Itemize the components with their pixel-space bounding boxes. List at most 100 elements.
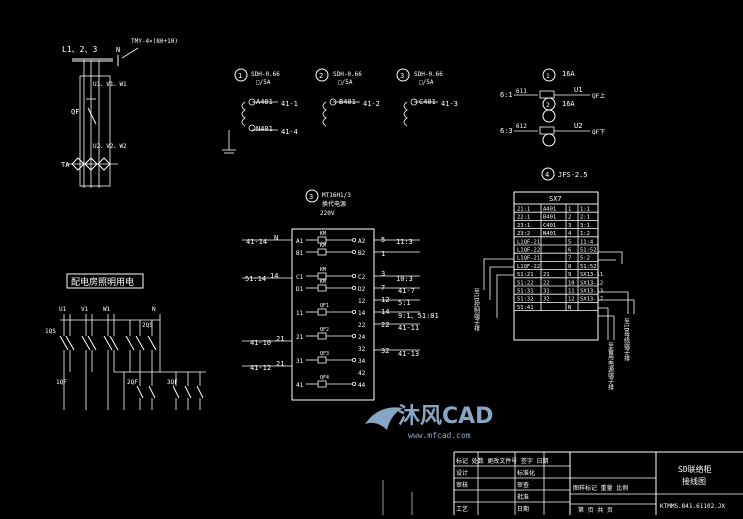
- switch-inner-left: 11: [296, 310, 304, 317]
- terminal-cell: 3:1: [580, 223, 590, 229]
- watermark-brand: 沐风CAD: [398, 404, 493, 429]
- terminal-right-note-2: 至备用电源端子排: [607, 342, 614, 391]
- terminal-cell: 6: [568, 248, 571, 254]
- terminal-cell: 51:31: [517, 289, 534, 295]
- terminal-cell: L1QF-22: [517, 248, 540, 254]
- ct-group-1: 1 SDH-0.66 □/5A A401 41-1 N401 41-4: [222, 68, 298, 154]
- ct2-ratio: □/5A: [338, 79, 353, 86]
- terminal-cell: 22:1: [517, 215, 530, 221]
- lbl-u1: U1: [59, 306, 67, 313]
- terminal-cell: 23:2: [517, 231, 530, 237]
- terminal-cell: 51:41: [517, 305, 534, 311]
- fuse-row2-wire: 612: [516, 123, 527, 130]
- ct-group-2: 2 SDH-0.66 □/5A B401 41-2: [315, 68, 380, 127]
- fuse2-num: 2: [546, 102, 550, 109]
- tb-title-2: 接线图: [682, 476, 706, 486]
- ct1-ratio: □/5A: [256, 79, 271, 86]
- terminal-cell: A401: [543, 207, 556, 213]
- ta-symbols: [66, 157, 118, 171]
- terminal-num: 4: [545, 171, 549, 179]
- switch-rows: A1KMB1KMC1KMD1KM11QF121QF231QF341QF4A2B2…: [242, 231, 439, 389]
- terminal-cell: SX13-12: [580, 280, 603, 286]
- watermark: 沐风CAD www.mfcad.com: [365, 404, 493, 440]
- switch-inner-mid: QF2: [320, 327, 329, 333]
- terminal-left-leads: [483, 258, 514, 318]
- tb-row-0: 标记 处数 更改文件号 签字 日期: [456, 457, 548, 465]
- neutral-label: N: [116, 46, 120, 54]
- fuse-row1-qf: QF上: [592, 92, 605, 100]
- terminal-cell: L1QF-21: [517, 256, 540, 262]
- switch-right-label: 5:1: [398, 299, 411, 307]
- ct2-out: 41-2: [363, 100, 380, 108]
- ct1-out2: 41-4: [281, 128, 298, 136]
- lighting-title: 配电房照明用电: [71, 276, 134, 288]
- terminal-cell: 51:32: [517, 297, 534, 303]
- lbl-n: N: [152, 306, 156, 313]
- terminal-cell: 51:22: [517, 280, 534, 286]
- switch-inner-mid: QF4: [320, 375, 329, 381]
- switch-inner-mid: KM: [320, 267, 326, 273]
- terminal-cell: 51:52: [580, 248, 597, 254]
- switch-inner-right: 42: [358, 370, 366, 377]
- switch-left-label: 41-14: [246, 238, 267, 246]
- switch-inner-mid: KM: [320, 279, 326, 285]
- terminal-cell: N401: [543, 231, 556, 237]
- lbl-w1: W1: [103, 306, 111, 313]
- fuse-rating-1: 16A: [562, 70, 575, 78]
- fuse-row1-label: U1: [574, 86, 582, 94]
- switch-left-label: 51:14: [245, 275, 266, 283]
- terminal-cell: 5:2: [580, 256, 590, 262]
- switch-left-label: 14: [270, 272, 278, 280]
- switch-inner-mid: KM: [320, 243, 326, 249]
- switch-inner-right: B2: [358, 250, 366, 257]
- changeover-switch: 3 MT16H1/3 换代电源 220V A1KMB1KMC1KMD1KM11Q…: [242, 189, 439, 401]
- switch-inner-left: 21: [296, 334, 304, 341]
- lighting-wires: [59, 314, 206, 410]
- switch-right-label: 41-13: [398, 350, 419, 358]
- fuse-group: 1 16A 2 16A 6:1 611 U1 QF上 6:3 612 U2 QF…: [500, 68, 605, 147]
- ct-spec-label: TMY-4×(80+10): [131, 38, 178, 45]
- switch-inner-right: 12: [358, 298, 366, 305]
- tb-row-1: 设计: [456, 469, 468, 477]
- ct2-spec: SDH-0.66: [333, 71, 362, 78]
- terminal-cell: 11: [568, 289, 575, 295]
- tb-col2-2: 批准: [517, 493, 529, 501]
- switch-left-label: 41-10: [250, 339, 271, 347]
- lbl-2qf: 2QF: [127, 379, 138, 386]
- switch-inner-right: C2: [358, 274, 366, 281]
- lighting-group: 配电房照明用电 U1 V1 W1 N 1QS 2QS 1QF 2QF 3QF: [45, 273, 206, 410]
- switch-right-label: 10:3: [396, 275, 413, 283]
- tb-row-3: 工艺: [456, 505, 468, 513]
- switch-left-label: 41-12: [250, 364, 271, 372]
- fuse-row1-left: 6:1: [500, 91, 513, 99]
- switch-inner-mid: QF1: [320, 303, 329, 309]
- fuse-row2-left: 6:3: [500, 127, 513, 135]
- lbl-3qf: 3QF: [167, 379, 178, 386]
- terminal-cell: 32: [543, 297, 550, 303]
- ct3-num: 3: [400, 72, 404, 80]
- ct3-ratio: □/5A: [419, 79, 434, 86]
- terminal-cell: 1: [568, 207, 571, 213]
- ct1-out1: 41-1: [281, 100, 298, 108]
- terminal-cell: 9: [568, 272, 571, 278]
- terminal-cell: 2: [568, 215, 571, 221]
- switch-left-label: N: [274, 234, 278, 242]
- lbl-v1: V1: [81, 306, 89, 313]
- switch-inner-left: A1: [296, 238, 304, 245]
- terminal-cell: L1QF-22: [517, 264, 540, 270]
- ct-group-3: 3 SDH-0.66 □/5A C401 41-3: [396, 68, 458, 127]
- ct3-spec: SDH-0.66: [414, 71, 443, 78]
- terminal-cell: 12: [568, 297, 575, 303]
- ct3-out: 41-3: [441, 100, 458, 108]
- ct2-num: 2: [319, 72, 323, 80]
- terminal-cell: 51:52: [580, 264, 597, 270]
- terminal-cell: 51:21: [517, 272, 534, 278]
- ct1-spec: SDH-0.66: [251, 71, 280, 78]
- switch-inner-right: 22: [358, 322, 366, 329]
- tb-col2-0: 标准化: [517, 469, 535, 477]
- switch-right-label: 3: [381, 270, 385, 278]
- terminal-cell: 8: [568, 264, 571, 270]
- switch-right-label: 32: [381, 347, 389, 355]
